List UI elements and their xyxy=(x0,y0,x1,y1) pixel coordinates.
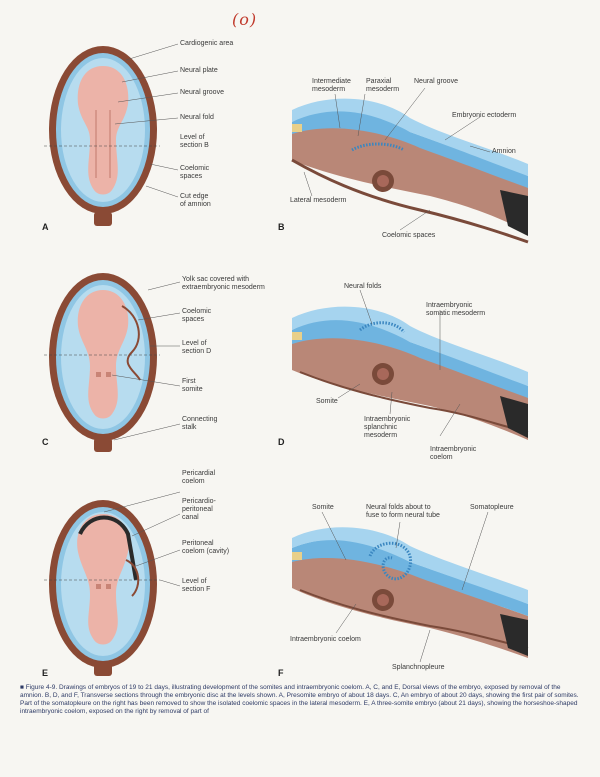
label-intraembryonic-coelom-f: Intraembryonic coelom xyxy=(290,636,361,643)
label-somatic-mesoderm: Intraembryonic somatic mesoderm xyxy=(426,302,486,317)
label-cut-edge-amnion: Cut edge of amnion xyxy=(180,193,211,208)
label-somite-d: Somite xyxy=(316,398,338,405)
label-intraembryonic-coelom-d: Intraembryonic coelom xyxy=(430,446,477,461)
label-somite-f: Somite xyxy=(312,504,334,511)
label-somatopleure: Somatopleure xyxy=(470,504,514,511)
panel-letter-d: D xyxy=(278,437,285,447)
embryo-dorsal-view-a xyxy=(44,46,160,226)
label-paraxial-mesoderm: Paraxial mesoderm xyxy=(366,78,400,93)
label-embryonic-ectoderm: Embryonic ectoderm xyxy=(452,112,517,119)
label-yolk-sac: Yolk sac covered with extraembryonic mes… xyxy=(182,276,265,291)
transverse-section-b xyxy=(291,98,529,244)
label-neural-fold: Neural fold xyxy=(180,114,214,121)
panel-letter-f: F xyxy=(278,668,284,678)
panel-letter-e: E xyxy=(42,668,49,678)
handwritten-annotation: (o) xyxy=(232,10,258,29)
label-splanchnopleure: Splanchnopleure xyxy=(392,664,445,671)
label-first-somite: First somite xyxy=(182,378,203,393)
label-pericardioperitoneal-canal: Pericardio- peritoneal canal xyxy=(182,498,216,521)
label-neural-groove: Neural groove xyxy=(180,89,224,96)
label-neural-folds-d: Neural folds xyxy=(344,283,382,290)
panel-letter-a: A xyxy=(42,222,49,232)
label-cardiogenic-area: Cardiogenic area xyxy=(180,40,234,47)
embryo-dorsal-view-e xyxy=(44,500,160,676)
transverse-section-d xyxy=(292,306,529,440)
label-neural-groove-b: Neural groove xyxy=(414,78,458,85)
label-level-section-b: Level of section B xyxy=(180,134,209,149)
label-amnion: Amnion xyxy=(492,148,516,155)
label-level-section-d: Level of section D xyxy=(182,340,212,355)
embryo-dorsal-view-c xyxy=(44,273,160,452)
figure-caption: ■ Figure 4-9. Drawings of embryos of 19 … xyxy=(20,684,579,715)
label-lateral-mesoderm: Lateral mesoderm xyxy=(290,197,347,204)
label-splanchnic-mesoderm: Intraembryonic splanchnic mesoderm xyxy=(364,416,411,439)
label-neural-plate: Neural plate xyxy=(180,67,218,74)
label-coelomic-spaces-c: Coelomic spaces xyxy=(182,308,212,323)
label-intermediate-mesoderm: Intermediate mesoderm xyxy=(312,78,351,93)
label-level-section-f: Level of section F xyxy=(182,578,211,593)
label-neural-folds-fuse: Neural folds about to fuse to form neura… xyxy=(366,504,440,519)
transverse-section-f xyxy=(292,527,529,658)
label-coelomic-spaces-b: Coelomic spaces xyxy=(382,232,436,239)
label-pericardial-coelom: Pericardial coelom xyxy=(182,470,216,485)
panel-letter-b: B xyxy=(278,222,285,232)
label-coelomic-spaces-a: Coelomic spaces xyxy=(180,165,210,180)
panel-letter-c: C xyxy=(42,437,49,447)
label-connecting-stalk: Connecting stalk xyxy=(182,416,218,431)
label-peritoneal-coelom: Peritoneal coelom (cavity) xyxy=(182,540,230,555)
